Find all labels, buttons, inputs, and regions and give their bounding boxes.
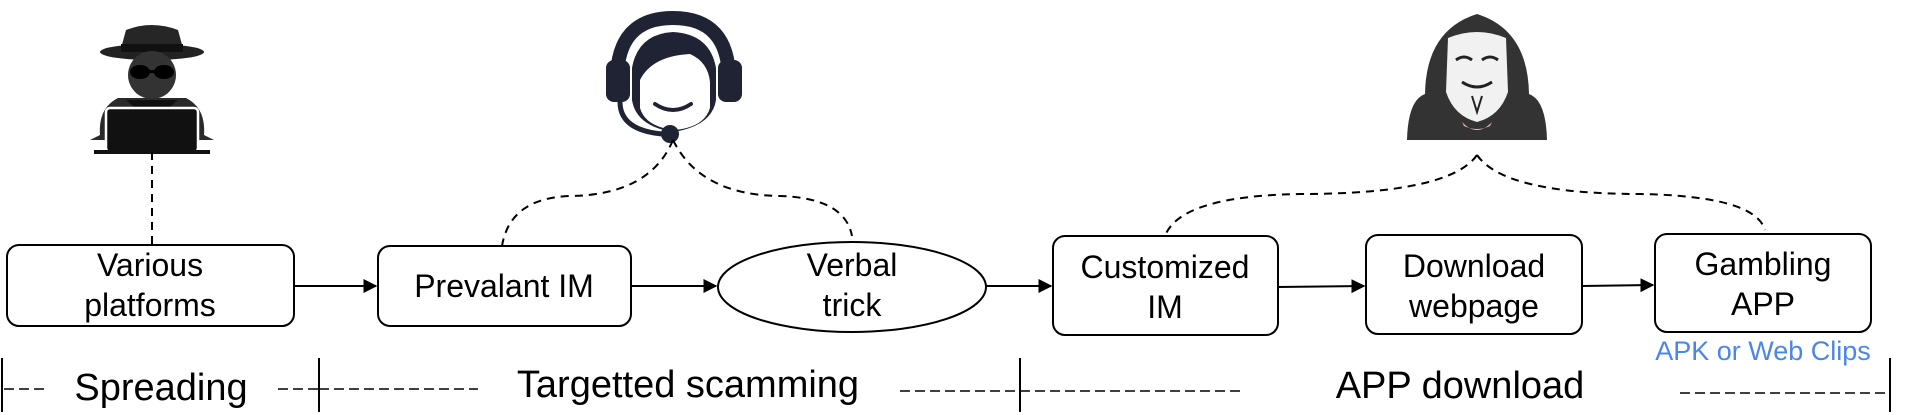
verbal-trick-line1: Verbal [807,247,898,283]
download-webpage-box: Download webpage [1365,234,1583,335]
gambling-app-line1: Gambling [1695,246,1832,282]
gambling-app-box: Gambling APP [1654,233,1872,333]
anonymous-hacker-icon [1407,14,1547,140]
verbal-trick-ellipse: Verbal trick [717,241,987,333]
customized-im-line1: Customized [1081,249,1250,285]
various-platforms-box: Various platforms [6,244,295,327]
download-webpage-line2: webpage [1408,288,1539,324]
stage-app-download: APP download [1336,365,1585,407]
anonymous-link-right [1476,154,1766,231]
verbal-trick-line2: trick [823,287,883,323]
prevalant-im-label: Prevalant IM [414,268,594,304]
gambling-app-line2: APP [1731,286,1795,322]
various-platforms-line1: Various [97,247,203,283]
arrow-customized-to-webpage [1277,279,1366,294]
spy-hacker-icon [90,25,214,154]
various-platforms-line2: platforms [84,287,216,323]
customized-im-line2: IM [1147,289,1183,325]
stage-band: Spreading Targetted scamming APP downloa… [1,358,1891,412]
apk-web-clips-note: APK or Web Clips [1655,336,1871,366]
download-webpage-line1: Download [1403,248,1545,284]
anonymous-link-left [1164,154,1478,237]
operator-link-left [501,139,674,247]
arrow-webpage-to-app [1581,278,1655,293]
stage-targetted-scamming: Targetted scamming [517,364,859,406]
operator-link-right [672,139,853,237]
prevalant-im-box: Prevalant IM [377,245,632,327]
stage-spreading: Spreading [74,367,247,409]
customized-im-box: Customized IM [1052,235,1279,336]
customer-service-headset-icon [606,10,742,143]
